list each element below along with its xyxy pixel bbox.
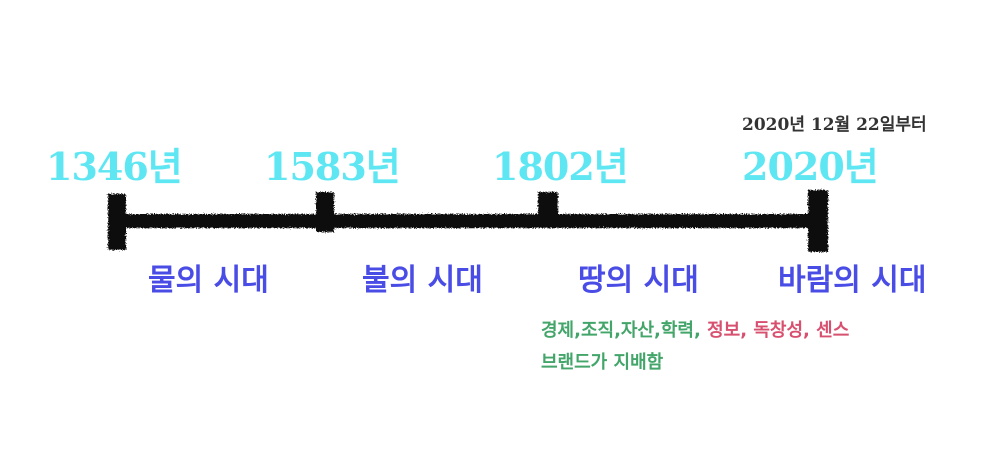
note-line-2: 브랜드가 지배함 [541, 352, 664, 373]
era-label-water: 물의 시대 [148, 263, 269, 298]
timeline-line [112, 214, 824, 228]
era-label-fire: 불의 시대 [362, 263, 483, 298]
timeline-tick-1583 [316, 192, 334, 232]
timeline-tick-1802 [538, 192, 558, 226]
timeline-tick-2020 [808, 190, 828, 252]
year-label-2020: 2020년 [742, 144, 879, 189]
era-label-earth: 땅의 시대 [578, 263, 699, 298]
note-red-text: 정보, 독창성, 센스 [707, 320, 850, 341]
era-label-wind: 바람의 시대 [778, 263, 927, 298]
timeline-tick-start [108, 194, 126, 250]
year-label-1583: 1583년 [264, 144, 401, 189]
note-line-1: 경제,조직,자산,학력, 정보, 독창성, 센스 [541, 316, 849, 342]
year-label-1802: 1802년 [492, 144, 629, 189]
timeline-bar [108, 190, 828, 252]
year-label-1346: 1346년 [46, 144, 183, 189]
since-date-label: 2020년 12월 22일부터 [742, 115, 927, 135]
note-green-text: 경제,조직,자산,학력, [541, 320, 701, 341]
